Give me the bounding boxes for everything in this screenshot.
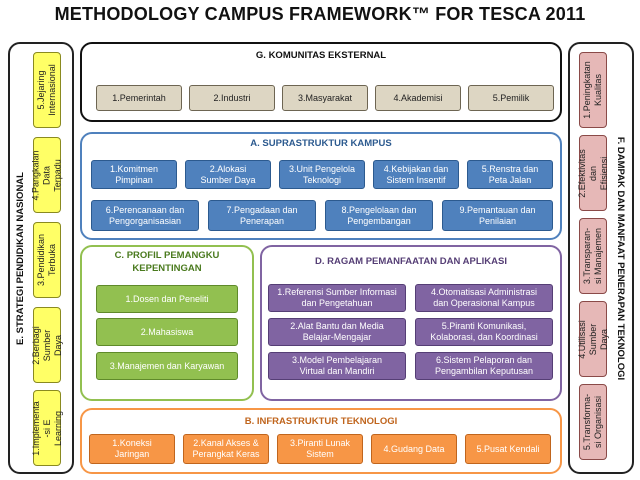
strategy-item-e-learning: 1.Implementa -si E Learning [31, 390, 63, 466]
impact-item-quality: 1.Peningkatan Kualitas [579, 52, 607, 128]
stakeholder-item-students: 2.Mahasiswa [96, 318, 238, 346]
app-item-communication: 5.Piranti Komunikasi, Kolaborasi, dan Ko… [415, 318, 553, 346]
stakeholder-item-lecturers: 1.Dosen dan Peneliti [96, 285, 238, 313]
stakeholder-profile-heading: C. PROFIL PEMANGKU KEPENTINGAN [114, 250, 220, 274]
app-item-reference: 1.Referensi Sumber Informasi dan Pengeta… [268, 284, 406, 312]
app-item-teaching-tools: 2.Alat Bantu dan Media Belajar-Mengajar [268, 318, 406, 346]
infra-item-data-warehouse: 4.Gudang Data [371, 434, 457, 464]
page-title: METHODOLOGY CAMPUS FRAMEWORK™ FOR TESCA … [54, 4, 586, 24]
impact-item-resource-utilization: 4.Utilisasi Sumber Daya [577, 301, 609, 377]
impact-item-transformation: 5.Transforma- si Organisasi [579, 384, 607, 460]
infra-item-control-center: 5.Pusat Kendali [465, 434, 551, 464]
external-item-academics: 4.Akademisi [375, 85, 461, 111]
supra-item-roadmap: 5.Renstra dan Peta Jalan [467, 160, 553, 189]
supra-item-resource-allocation: 2.Alokasi Sumber Daya [185, 160, 271, 189]
infrastructure-heading: B. INFRASTRUKTUR TEKNOLOGI [244, 416, 398, 427]
strategy-item-international-network: 5.Jejaring Internasional [33, 52, 61, 128]
external-item-industry: 2.Industri [189, 85, 275, 111]
infra-item-hardware: 2.Kanal Akses & Perangkat Keras [183, 434, 269, 464]
impact-item-transparency: 3.Transparan- si Manajemen [579, 218, 607, 294]
impact-item-efficiency: 2.Efektivitas dan Efisiensi [577, 135, 609, 211]
external-community-heading: G. KOMUNITAS EKSTERNAL [255, 50, 387, 61]
strategy-item-resource-sharing: 2.Berbagi Sumber Daya [31, 307, 63, 383]
suprastructure-heading: A. SUPRASTRUKTUR KAMPUS [250, 138, 392, 149]
infra-item-system-software: 3.Piranti Lunak Sistem [277, 434, 363, 464]
external-item-society: 3.Masyarakat [282, 85, 368, 111]
applications-heading: D. RAGAM PEMANFAATAN DAN APLIKASI [315, 256, 507, 267]
supra-item-procurement: 7.Pengadaan dan Penerapan [208, 200, 316, 231]
app-item-automation: 4.Otomatisasi Administrasi dan Operasion… [415, 284, 553, 312]
supra-item-tech-unit: 3.Unit Pengelola Teknologi [279, 160, 365, 189]
supra-item-leadership: 1.Komitmen Pimpinan [91, 160, 177, 189]
supra-item-monitoring: 9.Pemantauan dan Penilaian [442, 200, 553, 231]
strategy-item-integrated-database: 4.Pangkalan Data Terpadu [31, 137, 63, 213]
app-item-virtual-learning: 3.Model Pembelajaran Virtual dan Mandiri [268, 352, 406, 380]
strategy-item-open-education: 3.Pendidikan Terbuka [33, 222, 61, 298]
supra-item-planning: 6.Perencanaan dan Pengorganisasian [91, 200, 199, 231]
supra-item-policy: 4.Kebijakan dan Sistem Insentif [373, 160, 459, 189]
infra-item-network: 1.Koneksi Jaringan [89, 434, 175, 464]
app-item-reporting: 6.Sistem Pelaporan dan Pengambilan Keput… [415, 352, 553, 380]
external-item-government: 1.Pemerintah [96, 85, 182, 111]
national-strategy-heading: E. STRATEGI PENDIDIKAN NASIONAL [14, 171, 26, 345]
impact-benefit-heading: F. DAMPAK DAN MANFAAT PENERAPAN TEKNOLOG… [615, 136, 627, 380]
supra-item-management: 8.Pengelolaan dan Pengembangan [325, 200, 433, 231]
stakeholder-item-staff: 3.Manajemen dan Karyawan [96, 352, 238, 380]
external-item-owner: 5.Pemilik [468, 85, 554, 111]
